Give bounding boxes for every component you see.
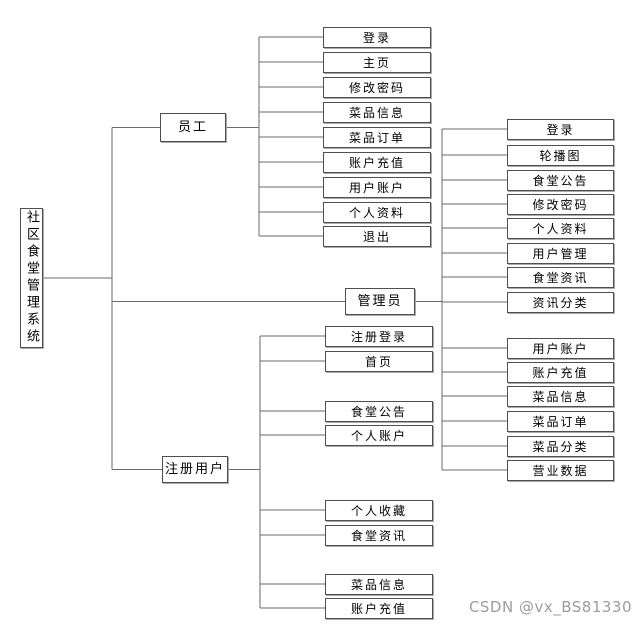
child-node-user-3: 个人账户	[325, 425, 433, 446]
child-node-user-1: 首页	[325, 351, 433, 372]
child-node-admin-2: 食堂公告	[507, 170, 614, 191]
child-node-admin-12: 菜品分类	[507, 436, 614, 457]
child-node-admin-5: 用户管理	[507, 243, 614, 264]
child-node-admin-7: 资讯分类	[507, 292, 614, 313]
child-node-admin-1: 轮播图	[507, 145, 614, 166]
child-node-user-6: 菜品信息	[325, 574, 433, 595]
child-node-user-2: 食堂公告	[325, 401, 433, 422]
child-node-user-7: 账户充值	[325, 598, 433, 619]
child-node-user-0: 注册登录	[325, 326, 433, 347]
child-node-staff-3: 菜品信息	[323, 102, 431, 123]
child-node-staff-7: 个人资料	[323, 202, 431, 223]
branch-node-user: 注册用户	[162, 456, 228, 483]
child-node-admin-0: 登录	[507, 119, 614, 140]
watermark: CSDN @vx_BS81330	[468, 598, 632, 616]
child-node-staff-2: 修改密码	[323, 77, 431, 98]
branch-node-admin: 管理员	[345, 288, 415, 315]
child-node-admin-4: 个人资料	[507, 218, 614, 239]
child-node-user-5: 食堂资讯	[325, 525, 433, 546]
child-node-staff-6: 用户账户	[323, 177, 431, 198]
child-node-staff-4: 菜品订单	[323, 127, 431, 148]
child-node-user-4: 个人收藏	[325, 500, 433, 521]
child-node-admin-3: 修改密码	[507, 194, 614, 215]
root-node: 社区食堂管理系统	[20, 208, 43, 348]
branch-node-staff: 员工	[160, 113, 226, 142]
child-node-staff-5: 账户充值	[323, 152, 431, 173]
child-node-staff-8: 退出	[323, 226, 431, 247]
child-node-admin-9: 账户充值	[507, 362, 614, 383]
child-node-staff-0: 登录	[323, 27, 431, 48]
child-node-admin-13: 营业数据	[507, 460, 614, 481]
child-node-admin-8: 用户账户	[507, 338, 614, 359]
child-node-admin-10: 菜品信息	[507, 386, 614, 407]
child-node-admin-6: 食堂资讯	[507, 267, 614, 288]
child-node-admin-11: 菜品订单	[507, 411, 614, 432]
child-node-staff-1: 主页	[323, 52, 431, 73]
